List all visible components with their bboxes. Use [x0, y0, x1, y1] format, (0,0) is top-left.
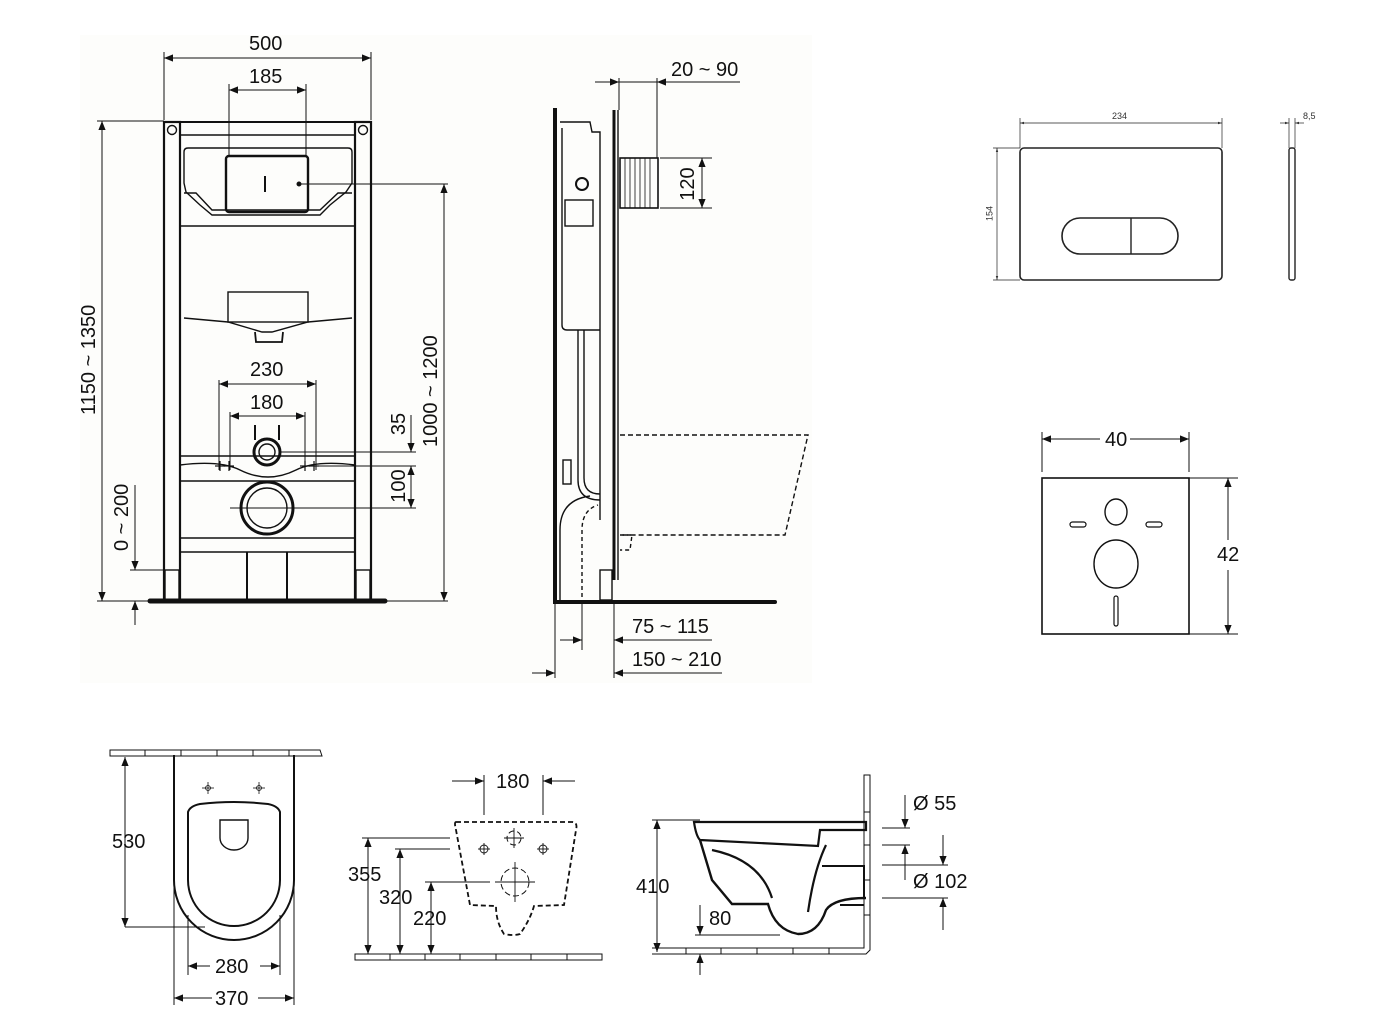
plate-thickness-label: 8,5 — [1303, 111, 1316, 121]
pad-height-label: 42 — [1217, 544, 1240, 566]
plate-width-label: 234 — [1112, 111, 1128, 121]
flush-height-label: 1000 ~ 1200 — [420, 335, 442, 447]
inlet-diameter-label: Ø 55 — [913, 793, 957, 815]
frame-width-label: 500 — [249, 33, 283, 55]
frame-height-label: 1150 ~ 1350 — [78, 304, 100, 415]
back-height-220-label: 220 — [413, 908, 447, 930]
outlet-diameter-label: Ø 102 — [913, 871, 968, 893]
frame-depth-label: 150 ~ 210 — [632, 649, 722, 671]
drain-offset-label: 100 — [388, 469, 410, 503]
frame-front-view — [97, 52, 448, 625]
opening-height-label: 120 — [677, 167, 699, 201]
back-bolt-spacing-label: 180 — [496, 771, 530, 793]
bowl-back-view — [354, 775, 603, 961]
leg-adjust-label: 0 ~ 200 — [111, 483, 133, 551]
bowl-side-view — [652, 774, 948, 975]
bolt-outer-spacing-label: 230 — [250, 359, 284, 381]
plate-height-label: 154 — [984, 205, 995, 222]
bowl-length-label: 530 — [112, 831, 146, 853]
frame-side-view — [532, 78, 809, 678]
seat-width-label: 280 — [215, 956, 249, 978]
bowl-top-view — [109, 749, 323, 1005]
pad-width-label: 40 — [1105, 429, 1128, 451]
bolt-inner-spacing-label: 180 — [250, 392, 284, 414]
drain-depth-label: 75 ~ 115 — [632, 616, 709, 638]
inlet-offset-label: 35 — [388, 412, 410, 436]
bowl-width-label: 370 — [215, 988, 249, 1010]
flush-plate-view — [993, 118, 1304, 281]
bowl-height-label: 410 — [636, 876, 670, 898]
water-level-label: 80 — [709, 908, 732, 930]
sound-pad-view — [1041, 432, 1238, 635]
back-height-320-label: 320 — [379, 887, 413, 909]
button-opening-width-label: 185 — [249, 66, 283, 88]
back-height-355-label: 355 — [348, 864, 382, 886]
depth-adjust-label: 20 ~ 90 — [671, 59, 739, 81]
